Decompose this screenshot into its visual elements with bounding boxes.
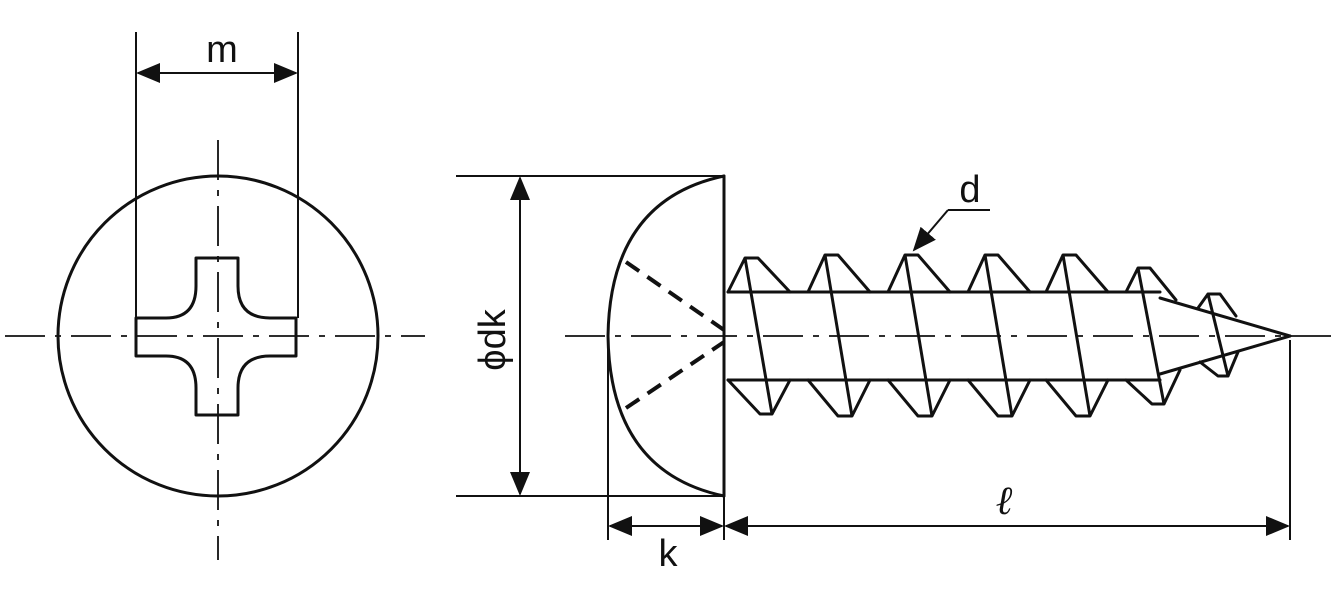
- screw-side-view: ϕdk k ℓ d: [456, 169, 1340, 575]
- recess-hidden-line-lower: [624, 340, 726, 410]
- thread-crest: [806, 253, 872, 418]
- k-label: k: [659, 533, 679, 575]
- tip-lower-edge: [1158, 334, 1292, 376]
- thread-crest: [886, 253, 952, 418]
- phillips-recess-cross: [134, 256, 298, 417]
- head-top-view: m: [5, 29, 425, 560]
- tip-upper-edge: [1158, 296, 1292, 338]
- thread-crest: [1124, 266, 1182, 406]
- recess-hidden-line-upper: [624, 260, 726, 332]
- d-label: d: [959, 169, 980, 211]
- l-label: ℓ: [996, 478, 1013, 523]
- m-label: m: [206, 29, 238, 71]
- thread-crest: [726, 256, 792, 416]
- d-leader-line: [912, 209, 949, 252]
- head-dome: [606, 174, 726, 498]
- thread-crests: [726, 253, 1240, 418]
- thread-crest: [966, 253, 1032, 418]
- thread-crest: [1196, 292, 1240, 378]
- thread-crest: [1044, 253, 1110, 418]
- dk-label: ϕdk: [472, 308, 514, 370]
